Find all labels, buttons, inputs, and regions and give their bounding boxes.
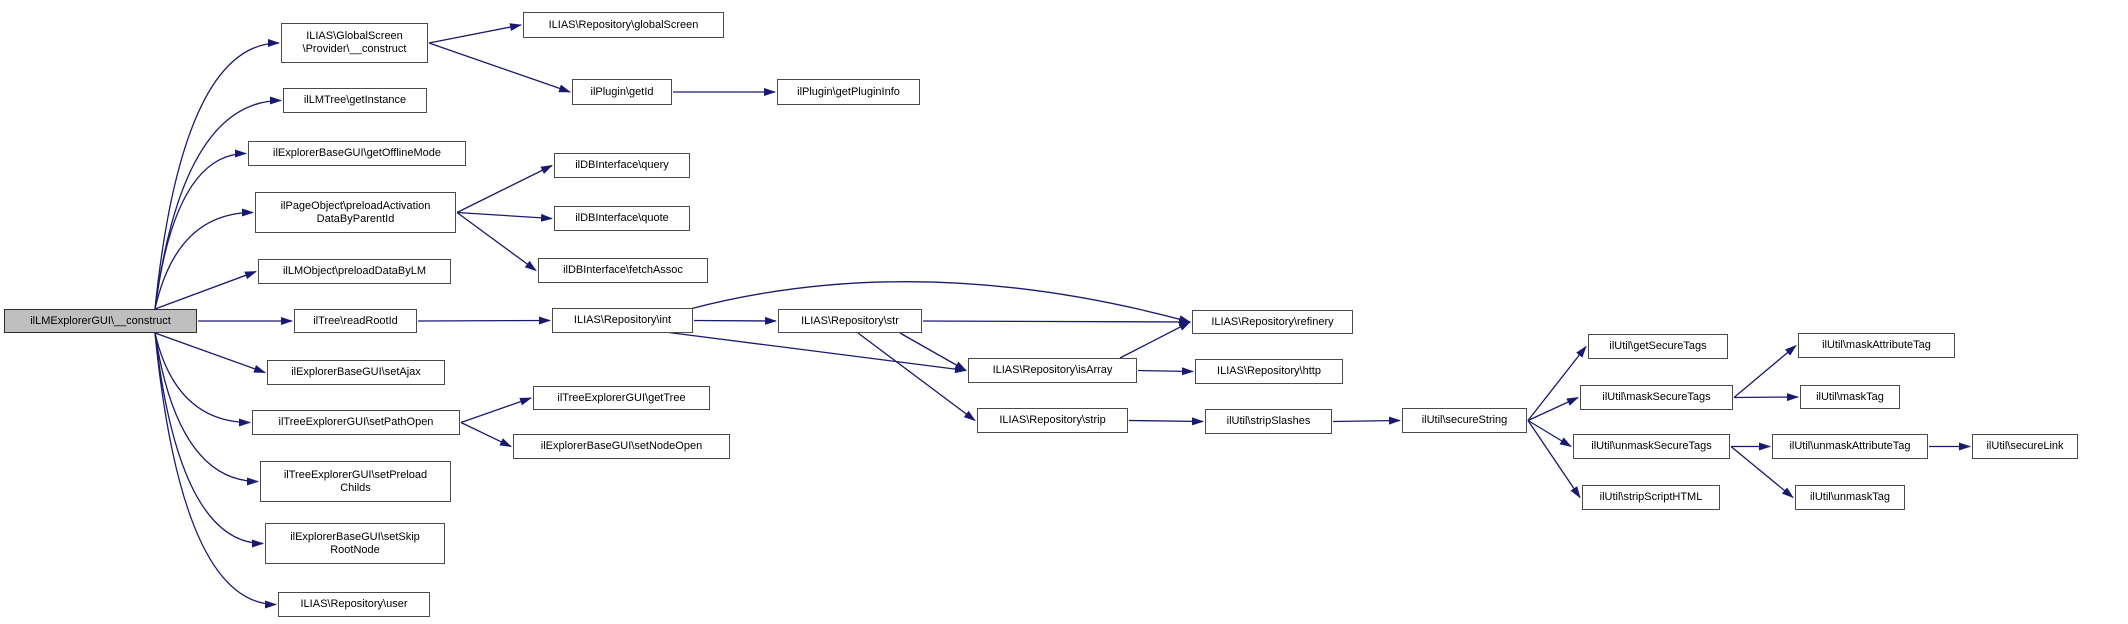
edge-main-setAjax [154, 332, 266, 374]
edge-main-setSkipRootNode [154, 332, 264, 548]
edge-main-preloadDataByLM [154, 270, 257, 310]
edge-setPathOpen-setNodeOpen [460, 421, 512, 448]
edge-repo_int-isArray [664, 331, 967, 374]
edge-strip-stripSlashes [1128, 417, 1204, 426]
graph-node-lmtree_getInstance[interactable]: ilLMTree\getInstance [283, 88, 427, 113]
graph-node-repo_str[interactable]: ILIAS\Repository\str [778, 309, 922, 333]
graph-node-secureLink[interactable]: ilUtil\secureLink [1972, 434, 2078, 459]
graph-node-maskAttributeTag[interactable]: ilUtil\maskAttributeTag [1798, 333, 1955, 358]
graph-node-stripSlashes[interactable]: ilUtil\stripSlashes [1205, 409, 1332, 434]
edge-unmaskSecureTags-unmaskTag [1730, 445, 1794, 499]
graph-node-repo_http[interactable]: ILIAS\Repository\http [1195, 359, 1343, 384]
graph-node-db_query[interactable]: ilDBInterface\query [554, 153, 690, 178]
graph-node-unmaskSecureTags[interactable]: ilUtil\unmaskSecureTags [1573, 434, 1730, 459]
edge-gs_construct-repo_globalScreen [428, 23, 522, 44]
graph-node-readRootId[interactable]: ilTree\readRootId [294, 309, 417, 333]
graph-node-setNodeOpen[interactable]: ilExplorerBaseGUI\setNodeOpen [513, 434, 730, 459]
edge-stripSlashes-secureString [1332, 416, 1401, 425]
edge-main-setPathOpen [154, 332, 251, 427]
graph-node-main: ilLMExplorerGUI\__construct [4, 309, 197, 333]
edge-secureString-stripScriptHTML [1527, 420, 1581, 499]
graph-node-maskTag[interactable]: ilUtil\maskTag [1800, 385, 1900, 409]
graph-node-stripScriptHTML[interactable]: ilUtil\stripScriptHTML [1582, 485, 1720, 510]
edge-repo_int-repo_str [693, 316, 777, 325]
graph-node-repo_refinery[interactable]: ILIAS\Repository\refinery [1192, 310, 1353, 334]
graph-node-setSkipRootNode[interactable]: ilExplorerBaseGUI\setSkip RootNode [265, 523, 445, 564]
graph-node-getSecureTags[interactable]: ilUtil\getSecureTags [1588, 334, 1728, 359]
graph-node-maskSecureTags[interactable]: ilUtil\maskSecureTags [1580, 385, 1733, 410]
graph-node-repo_int[interactable]: ILIAS\Repository\int [552, 308, 693, 333]
edge-main-repo_user [154, 332, 277, 609]
edge-gs_construct-plugin_getId [428, 42, 571, 93]
graph-node-strip[interactable]: ILIAS\Repository\strip [977, 408, 1128, 433]
edge-secureString-unmaskSecureTags [1527, 419, 1572, 448]
graph-node-setPreloadChilds[interactable]: ilTreeExplorerGUI\setPreload Childs [260, 461, 451, 502]
graph-node-setAjax[interactable]: ilExplorerBaseGUI\setAjax [267, 360, 445, 385]
edge-secureString-maskSecureTags [1527, 396, 1579, 422]
graph-node-preloadActivation[interactable]: ilPageObject\preloadActivation DataByPar… [255, 192, 456, 233]
edge-isArray-repo_http [1137, 367, 1194, 376]
graph-node-plugin_getPluginInfo[interactable]: ilPlugin\getPluginInfo [777, 79, 920, 105]
edge-repo_str-strip [857, 332, 976, 422]
edge-repo_int-repo_refinery [689, 281, 1191, 323]
edge-main-preloadActivation [154, 208, 254, 310]
graph-node-preloadDataByLM[interactable]: ilLMObject\preloadDataByLM [258, 259, 451, 284]
graph-node-repo_user[interactable]: ILIAS\Repository\user [278, 592, 430, 617]
edge-main-getOfflineMode [154, 149, 247, 310]
graph-node-getOfflineMode[interactable]: ilExplorerBaseGUI\getOfflineMode [248, 141, 466, 166]
graph-node-getTree[interactable]: ilTreeExplorerGUI\getTree [533, 386, 710, 410]
edge-readRootId-repo_int [417, 316, 551, 325]
graph-node-unmaskAttributeTag[interactable]: ilUtil\unmaskAttributeTag [1772, 434, 1928, 459]
edge-repo_str-repo_refinery [922, 317, 1191, 326]
graph-node-db_fetchAssoc[interactable]: ilDBInterface\fetchAssoc [538, 258, 708, 283]
graph-node-db_quote[interactable]: ilDBInterface\quote [554, 206, 690, 231]
graph-node-setPathOpen[interactable]: ilTreeExplorerGUI\setPathOpen [252, 410, 460, 435]
graph-node-secureString[interactable]: ilUtil\secureString [1402, 408, 1527, 433]
edge-maskSecureTags-maskAttributeTag [1733, 344, 1797, 398]
graph-node-unmaskTag[interactable]: ilUtil\unmaskTag [1795, 485, 1905, 510]
edge-secureString-getSecureTags [1527, 345, 1587, 421]
edge-preloadActivation-db_quote [456, 211, 553, 222]
edge-preloadActivation-db_query [456, 164, 553, 214]
edge-main-setPreloadChilds [154, 332, 259, 486]
graph-node-gs_construct[interactable]: ILIAS\GlobalScreen \Provider\__construct [281, 23, 428, 63]
edge-isArray-repo_refinery [1119, 321, 1191, 359]
edge-maskSecureTags-maskTag [1733, 393, 1799, 402]
edge-repo_str-isArray [899, 332, 967, 372]
graph-node-repo_globalScreen[interactable]: ILIAS\Repository\globalScreen [523, 12, 724, 38]
edge-preloadActivation-db_fetchAssoc [456, 211, 537, 272]
edge-main-gs_construct [154, 39, 280, 310]
graph-node-plugin_getId[interactable]: ilPlugin\getId [572, 79, 672, 105]
edge-setPathOpen-getTree [460, 397, 532, 424]
graph-node-isArray[interactable]: ILIAS\Repository\isArray [968, 358, 1137, 383]
